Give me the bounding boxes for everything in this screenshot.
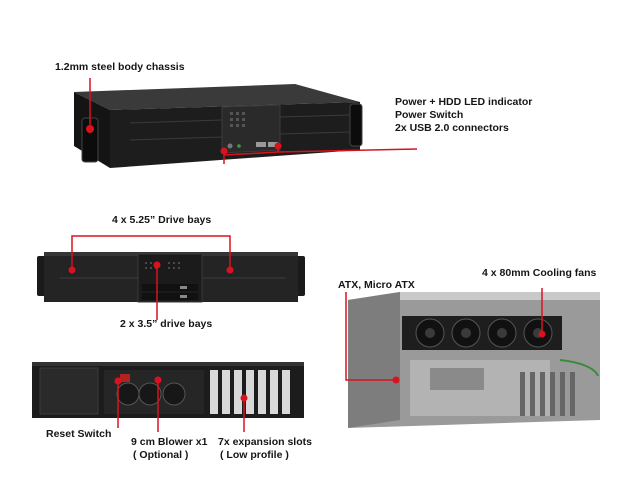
cooling-fans-label: 4 x 80mm Cooling fans	[482, 267, 597, 279]
chassis-perspective-image	[74, 84, 363, 168]
front-io-label-line3: 2x USB 2.0 connectors	[395, 122, 509, 134]
front-io-label-line1: Power + HDD LED indicator	[395, 96, 533, 108]
callout-lines-rear	[117, 380, 245, 432]
interior-view-image	[348, 292, 600, 428]
callout-lines-interior	[345, 288, 543, 381]
callout-lines-front	[71, 235, 231, 320]
body-chassis-label: 1.2mm steel body chassis	[55, 61, 185, 73]
blower-label-line1: 9 cm Blower x1	[131, 436, 208, 448]
reset-switch-label: Reset Switch	[46, 428, 112, 440]
motherboard-label: ATX, Micro ATX	[338, 279, 415, 291]
front-io-label: Power + HDD LED indicator Power Switch 2…	[395, 96, 532, 135]
blower-label: 9 cm Blower x1 ( Optional )	[131, 436, 207, 462]
drive-bays-525-label: 4 x 5.25” Drive bays	[112, 214, 212, 226]
expansion-slots-label-line1: 7x expansion slots	[218, 436, 312, 448]
expansion-slots-label-line2: ( Low profile )	[220, 449, 289, 461]
blower-label-line2: ( Optional )	[133, 449, 189, 461]
expansion-slots-label: 7x expansion slots ( Low profile )	[218, 436, 312, 462]
rear-view-image	[32, 362, 304, 418]
front-io-label-line2: Power Switch	[395, 109, 464, 121]
drive-bays-35-label: 2 x 3.5” drive bays	[120, 318, 213, 330]
front-view-image	[37, 252, 305, 303]
